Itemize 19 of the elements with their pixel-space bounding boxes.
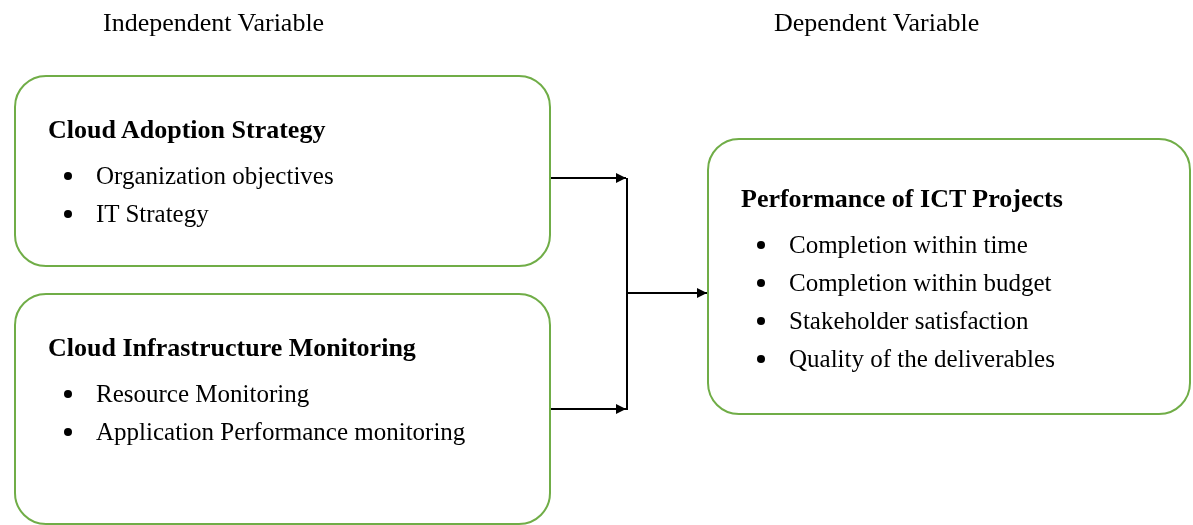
bullet-item: Completion within time xyxy=(789,230,1028,260)
variable-box xyxy=(707,138,1191,415)
bullet-item: Stakeholder satisfaction xyxy=(789,306,1029,336)
bullet-item: IT Strategy xyxy=(96,199,209,229)
bullet-item: Organization objectives xyxy=(96,161,334,191)
arrow xyxy=(627,288,708,298)
arrow xyxy=(550,404,627,414)
variable-box xyxy=(14,293,551,525)
variable-box xyxy=(14,75,551,267)
bullet-item: Application Performance monitoring xyxy=(96,417,466,447)
bullet-item: Quality of the deliverables xyxy=(789,344,1055,374)
box-heading: Performance of ICT Projects xyxy=(741,184,1064,214)
column-heading: Independent Variable xyxy=(103,8,325,38)
box-heading: Cloud Adoption Strategy xyxy=(48,115,327,145)
bullet-item: Resource Monitoring xyxy=(96,379,310,409)
bullet-item: Completion within budget xyxy=(789,268,1052,298)
arrow xyxy=(550,173,627,183)
column-heading: Dependent Variable xyxy=(774,8,980,38)
box-heading: Cloud Infrastructure Monitoring xyxy=(48,333,417,363)
